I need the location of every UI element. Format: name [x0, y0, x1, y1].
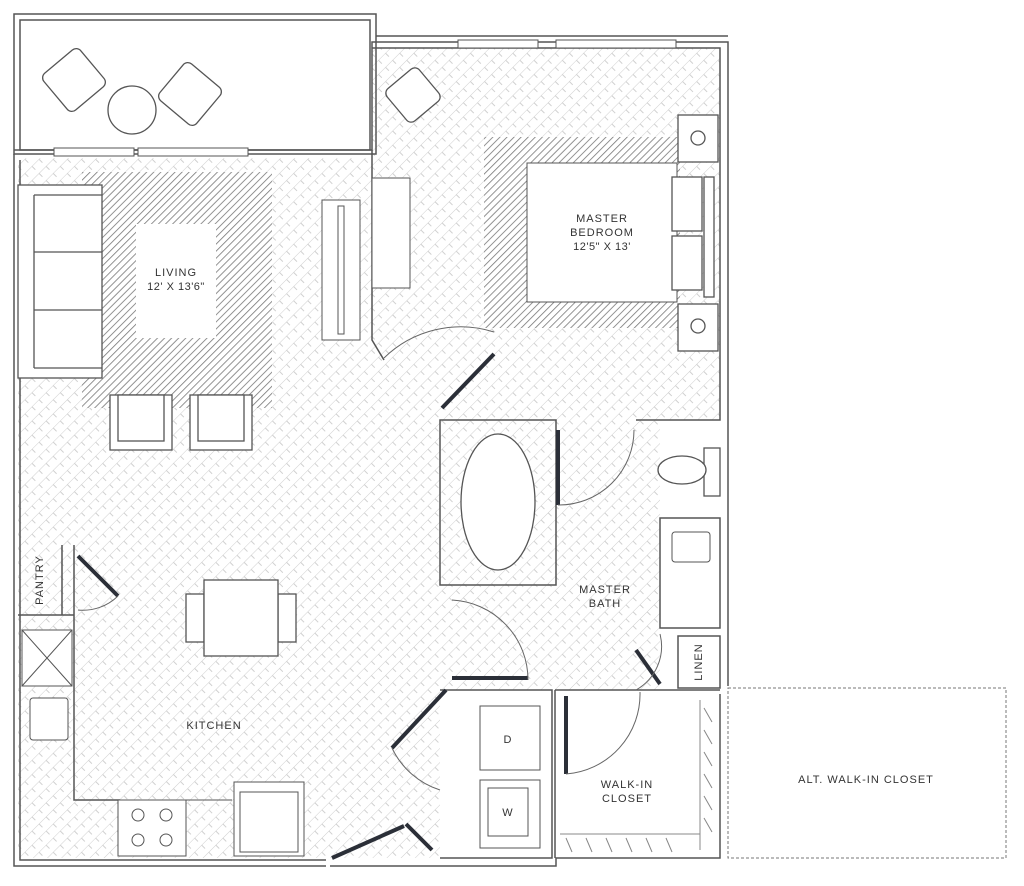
living-name: LIVING: [154, 267, 198, 279]
fridge: [21, 629, 73, 687]
balcony-furniture: [41, 47, 441, 135]
bathtub: [460, 433, 536, 571]
closet-shelving: [560, 700, 713, 853]
bedroom-name-2: BEDROOM: [570, 227, 634, 239]
vanity-sink: [671, 531, 711, 563]
alt-walk-in-closet: [727, 687, 1007, 859]
range: [117, 799, 187, 857]
living-label-box: [136, 224, 216, 338]
bedroom-dims: 12'5" X 13': [573, 241, 631, 253]
bedroom-label: MASTER BEDROOM 12'5" X 13': [552, 212, 652, 254]
alt-closet-label: ALT. WALK-IN CLOSET: [798, 774, 934, 786]
windows: [53, 39, 677, 157]
linen-label: LINEN: [693, 643, 705, 681]
sofa: [17, 184, 103, 379]
closet-name-1: WALK-IN: [600, 779, 654, 791]
living-dims: 12' X 13'6": [147, 281, 205, 293]
dresser: [371, 177, 411, 289]
bath-label: MASTER BATH: [565, 583, 645, 611]
closet-name-2: CLOSET: [601, 793, 652, 805]
dining-set: [185, 579, 297, 657]
pantry-label: PANTRY: [34, 555, 46, 605]
kitchen-label: KITCHEN: [186, 720, 242, 732]
bedroom-name-1: MASTER: [576, 213, 628, 225]
bath-name-1: MASTER: [579, 584, 631, 596]
bed: [526, 162, 678, 303]
armchairs: [109, 394, 253, 451]
walls: [13, 13, 729, 867]
closet-label: WALK-IN CLOSET: [587, 778, 667, 806]
toilet: [657, 447, 721, 497]
closet-floor: [555, 690, 720, 858]
bath-name-2: BATH: [588, 598, 622, 610]
doors: [76, 352, 662, 860]
living-label: LIVING 12' X 13'6": [126, 266, 226, 294]
dryer-label: D: [503, 734, 513, 746]
dryer: [479, 705, 541, 771]
kitchen-sink: [29, 697, 69, 741]
door-swings: [77, 326, 663, 791]
headboard-nightstands: [671, 114, 719, 352]
washer-label: W: [502, 807, 514, 819]
